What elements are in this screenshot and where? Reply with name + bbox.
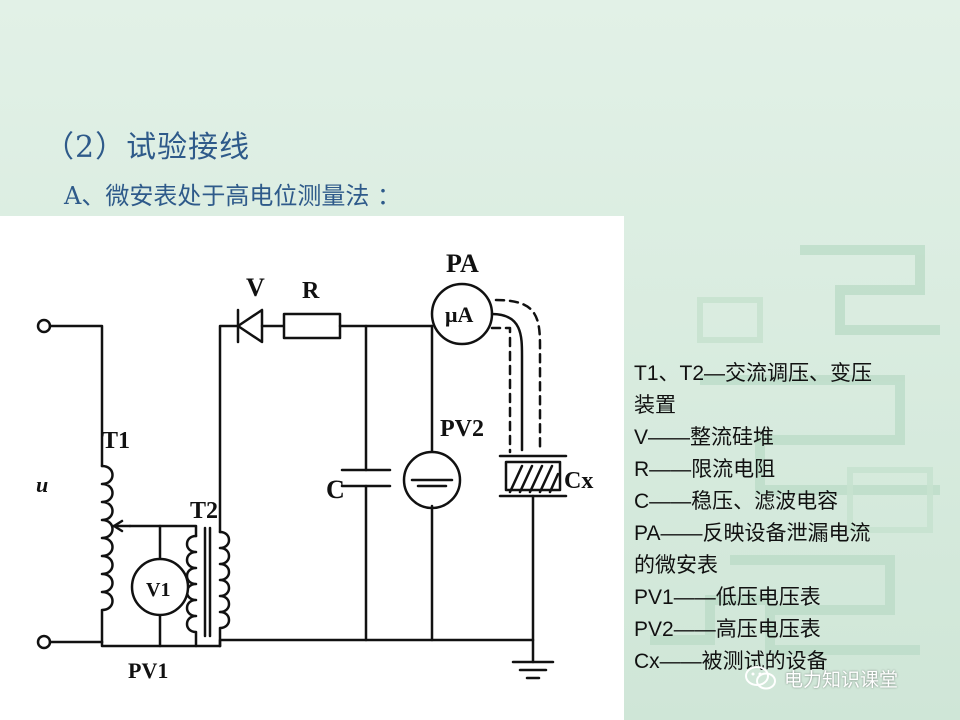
t1-coil <box>100 464 114 644</box>
slide-title: （2）试验接线 <box>44 130 251 165</box>
shield-line <box>494 298 542 454</box>
diode-v <box>236 308 264 344</box>
watermark: 电力知识课堂 <box>744 664 898 692</box>
label-cx: Cx <box>564 468 593 494</box>
legend-line: Cx——被测试的设备 <box>634 650 828 673</box>
label-pv2: PV2 <box>440 416 484 442</box>
label-pv1: PV1 <box>128 658 168 683</box>
legend-line: 装置 <box>634 394 676 417</box>
component-legend: T1、T2—交流调压、变压 装置 V——整流硅堆 R——限流电阻 C——稳压、滤… <box>634 358 954 678</box>
legend-line: PV1——低压电压表 <box>634 586 821 609</box>
slide-subtitle: A、微安表处于高电位测量法 ： <box>64 182 401 210</box>
ground-symbol <box>511 660 555 680</box>
label-v: V <box>246 273 265 302</box>
label-t1: T1 <box>102 428 130 454</box>
legend-line: R——限流电阻 <box>634 458 776 481</box>
watermark-text: 电力知识课堂 <box>784 668 899 691</box>
legend-line: C——稳压、滤波电容 <box>634 490 839 513</box>
legend-line: PA——反映设备泄漏电流 <box>634 522 871 545</box>
legend-line: T1、T2—交流调压、变压 <box>634 362 873 385</box>
label-t2: T2 <box>190 498 218 524</box>
legend-line: V——整流硅堆 <box>634 426 775 449</box>
t2-secondary-coil <box>218 530 231 648</box>
label-u: u <box>36 472 48 497</box>
label-c: C <box>326 475 345 504</box>
resistor-r <box>282 312 342 340</box>
input-terminal-bottom <box>36 634 52 650</box>
pv1-meter <box>130 557 190 617</box>
input-terminal-top <box>36 318 52 334</box>
capacitor-c <box>340 468 392 488</box>
t2-primary-coil <box>185 534 198 648</box>
circuit-diagram: T1 u T2 V1 PV1 V R PA μA PV2 C Cx <box>36 249 593 683</box>
wechat-icon <box>745 666 776 690</box>
circuit-panel: T1 u T2 V1 PV1 V R PA μA PV2 C Cx <box>0 216 624 720</box>
label-r: R <box>302 278 320 304</box>
label-ua: μA <box>445 302 473 327</box>
label-v1: V1 <box>146 579 170 601</box>
legend-line: 的微安表 <box>634 554 718 577</box>
label-pa: PA <box>446 249 479 278</box>
legend-line: PV2——高压电压表 <box>634 618 821 641</box>
